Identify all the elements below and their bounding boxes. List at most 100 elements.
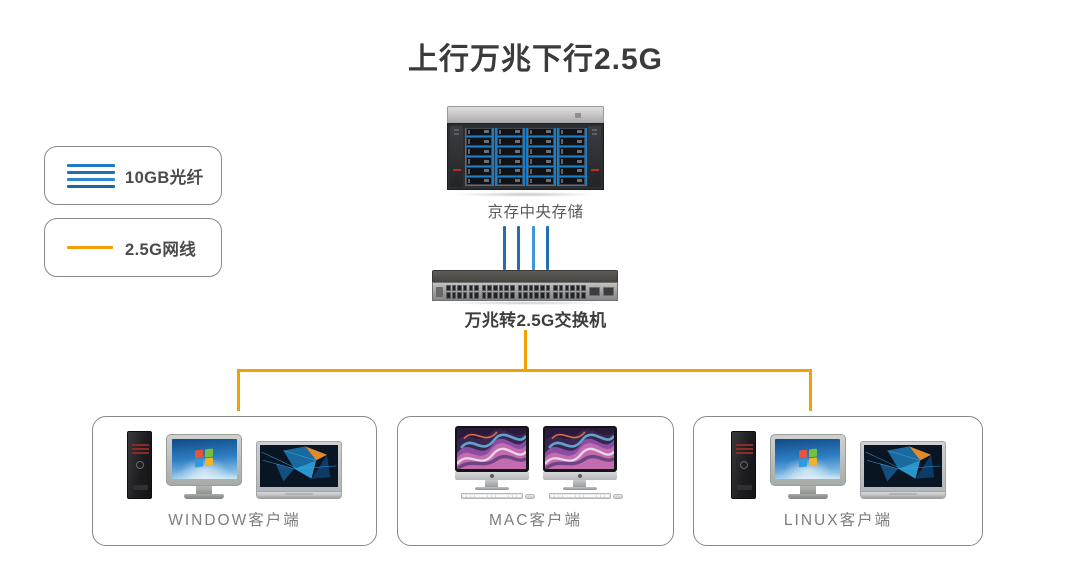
legend-label-ethernet: 2.5G网线: [125, 240, 197, 259]
storage-label: 京存中央存储: [487, 204, 584, 221]
drive-bay: [558, 157, 586, 166]
switch-port: [474, 284, 479, 291]
drive-bay: [527, 147, 555, 156]
switch-port: [564, 292, 570, 299]
switch-port: [575, 284, 581, 291]
laptop-icon: [256, 441, 342, 499]
switch-port: [509, 284, 515, 291]
legend-item-fiber: 10GB光纤: [44, 146, 222, 205]
desktop-monitor-windows-icon: [166, 434, 242, 499]
drive-bay: [558, 176, 586, 186]
page-title: 上行万兆下行2.5G: [407, 43, 664, 76]
switch-port: [534, 284, 539, 291]
switch-port: [487, 292, 492, 299]
switch-label: 万兆转2.5G交换机: [464, 311, 607, 330]
drive-bay: [527, 137, 555, 147]
switch-port: [540, 284, 545, 291]
legend-label-fiber: 10GB光纤: [125, 168, 204, 187]
switch-port: [528, 284, 534, 291]
laptop-icon: [859, 441, 946, 499]
desktop-monitor-windows-icon: [769, 434, 846, 499]
switch-port: [446, 292, 451, 299]
drive-bay: [465, 147, 493, 156]
switch-port: [517, 284, 523, 291]
drive-bay-column: [526, 127, 556, 186]
switch-port: [509, 292, 515, 299]
drive-bay: [527, 166, 555, 176]
switch-port: [570, 284, 575, 291]
client-label-linux: LINUX客户端: [783, 512, 893, 529]
client-group-window: WINDOW客户端: [92, 416, 377, 546]
mouse-icon: [524, 494, 535, 499]
drive-bay: [527, 127, 555, 137]
drive-bay: [496, 127, 524, 137]
mouse-icon: [612, 494, 623, 499]
switch-port: [575, 292, 581, 299]
switch-port: [446, 284, 451, 291]
switch-port: [504, 284, 509, 291]
switch-port: [462, 292, 468, 299]
switch-port: [498, 284, 504, 291]
switch-port: [517, 292, 523, 299]
drive-bay: [558, 137, 586, 147]
switch-port: [493, 284, 498, 291]
client-label-window: WINDOW客户端: [168, 512, 301, 529]
switch-port: [564, 284, 570, 291]
drive-bay: [465, 137, 493, 147]
four-blue-lines-icon: [67, 163, 115, 188]
switch-port: [457, 284, 462, 291]
drive-bay: [465, 157, 493, 166]
client-label-mac: MAC客户端: [489, 512, 582, 529]
switch-port: [474, 292, 479, 299]
network-switch-icon: [432, 270, 618, 305]
rackmount-storage-server-icon: [447, 106, 604, 197]
drive-bay: [496, 176, 524, 186]
bracket-center-drop: [524, 330, 528, 371]
drive-bay: [558, 127, 586, 137]
drive-bay-column: [557, 127, 587, 186]
switch-port: [493, 292, 498, 299]
switch-port: [468, 284, 474, 291]
switch-port: [534, 292, 539, 299]
drive-bay: [527, 176, 555, 186]
fiber-uplink-lines: [503, 226, 549, 270]
keyboard-icon: [548, 493, 611, 499]
drive-bay: [558, 147, 586, 156]
drive-bay: [496, 166, 524, 176]
drive-bay-column: [464, 127, 494, 186]
drive-bay: [496, 137, 524, 147]
drive-bay: [496, 157, 524, 166]
switch-port: [545, 292, 551, 299]
switch-port: [481, 292, 487, 299]
tower-pc-icon: [730, 431, 756, 499]
switch-port: [523, 292, 528, 299]
imac-icon: [454, 425, 535, 499]
ethernet-downlink-bracket: [0, 330, 1071, 420]
legend-item-ethernet: 2.5G网线: [44, 218, 222, 277]
bracket-left-drop: [237, 369, 241, 411]
switch-port: [487, 284, 492, 291]
switch-port: [498, 292, 504, 299]
switch-port: [540, 292, 545, 299]
orange-line-icon: [67, 245, 115, 250]
drive-bay: [465, 127, 493, 137]
client-group-mac: MAC客户端: [397, 416, 674, 546]
switch-port: [570, 292, 575, 299]
switch-port: [504, 292, 509, 299]
bracket-horizontal-bar: [237, 369, 812, 373]
drive-bay: [527, 157, 555, 166]
switch-port: [553, 292, 558, 299]
switch-port: [468, 292, 474, 299]
switch-port: [451, 292, 457, 299]
client-group-linux: LINUX客户端: [693, 416, 983, 546]
switch-port: [558, 284, 564, 291]
switch-port: [553, 284, 558, 291]
switch-port: [545, 284, 551, 291]
drive-bay: [496, 147, 524, 156]
tower-pc-icon: [127, 431, 152, 499]
windows-logo-icon: [798, 448, 817, 468]
drive-bay: [465, 166, 493, 176]
windows-logo-icon: [195, 448, 213, 468]
drive-bay-column: [495, 127, 525, 186]
keyboard-icon: [460, 493, 523, 499]
